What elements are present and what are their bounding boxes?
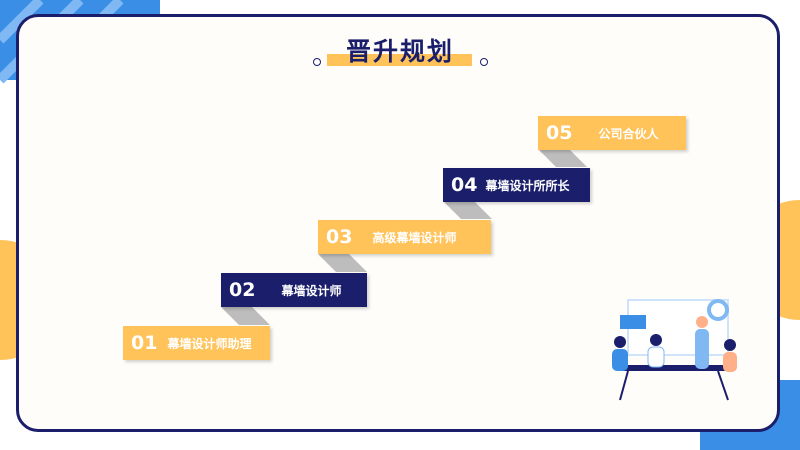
title-dot-right — [480, 58, 488, 66]
gear-icon — [707, 299, 729, 321]
step-04: 04 幕墙设计所所长 — [443, 168, 590, 202]
step-number: 04 — [451, 174, 478, 196]
person-body-2 — [647, 346, 665, 368]
step-label: 幕墙设计所所长 — [485, 178, 570, 193]
step-label: 公司合伙人 — [598, 126, 659, 141]
step-number: 03 — [326, 226, 353, 248]
person-head-3 — [696, 316, 708, 328]
person-head-2 — [650, 334, 662, 346]
riser-1 — [221, 307, 270, 325]
person-head-4 — [724, 339, 736, 351]
title-underline — [327, 54, 472, 66]
title-container: 晋升规划 — [0, 32, 800, 68]
step-01: 01 幕墙设计师助理 — [123, 326, 270, 360]
team-meeting-illustration — [612, 299, 737, 401]
person-body-1 — [612, 349, 628, 371]
riser-3 — [443, 201, 492, 219]
step-number: 05 — [546, 122, 573, 144]
table — [618, 365, 728, 371]
title-dot-left — [313, 58, 321, 66]
person-body-4 — [723, 352, 737, 372]
page-title: 晋升规划 — [345, 37, 454, 66]
riser-4 — [538, 149, 587, 167]
step-number: 01 — [131, 332, 158, 354]
person-body-3 — [695, 329, 709, 369]
step-02: 02 幕墙设计师 — [221, 273, 367, 307]
riser-2 — [318, 254, 367, 272]
step-label: 幕墙设计师助理 — [167, 336, 252, 351]
step-03: 03 高级幕墙设计师 — [318, 220, 491, 254]
chart-card — [620, 315, 646, 329]
step-label: 高级幕墙设计师 — [372, 230, 457, 245]
step-05: 05 公司合伙人 — [538, 116, 686, 150]
step-label: 幕墙设计师 — [281, 283, 342, 298]
person-head-1 — [614, 336, 626, 348]
step-number: 02 — [229, 279, 256, 301]
